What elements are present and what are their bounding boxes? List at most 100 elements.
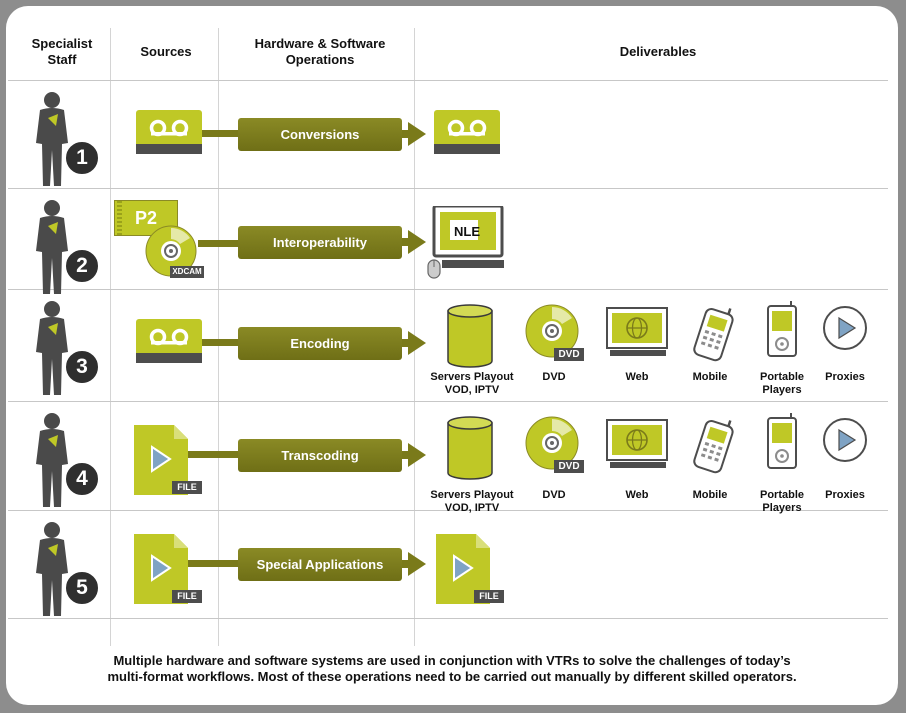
- proxies-play-icon: [823, 418, 867, 462]
- web-monitor-icon: [606, 307, 668, 356]
- deliverable-label-proxies: Proxies: [818, 489, 872, 502]
- file-tag: FILE: [172, 590, 202, 603]
- operation-special-applications: Special Applications: [238, 548, 402, 581]
- row-number: 3: [76, 355, 88, 378]
- deliverable-label-mobile: Mobile: [682, 489, 738, 502]
- web-label: Web: [625, 371, 649, 383]
- header-deliverables-text: Deliverables: [619, 44, 697, 59]
- row-number-badge: 4: [64, 461, 100, 497]
- xdcam-disc-icon: [145, 225, 197, 277]
- caption: Multiple hardware and software systems a…: [26, 653, 878, 685]
- source-connector: [198, 240, 242, 247]
- dvd-disc-icon: [525, 416, 579, 470]
- proxies-label: Proxies: [825, 371, 865, 383]
- mobile-label: Mobile: [692, 371, 728, 383]
- portable-line-2: Players: [762, 384, 802, 396]
- workflow-panel: Specialist Staff Sources Hardware & Soft…: [6, 6, 898, 705]
- file-tag: FILE: [172, 481, 202, 494]
- caption-line-2: multi-format workflows. Most of these op…: [107, 669, 797, 684]
- server-cylinder-icon: [447, 416, 493, 480]
- header-deliverables: Deliverables: [418, 44, 898, 60]
- header-staff-text: Specialist Staff: [31, 36, 93, 67]
- portable-line-2: Players: [762, 502, 802, 514]
- dvd-label: DVD: [542, 489, 566, 501]
- xdcam-label: XDCAM: [172, 267, 202, 276]
- row-number: 5: [76, 576, 88, 599]
- operation-label: Transcoding: [281, 448, 359, 463]
- web-label: Web: [625, 489, 649, 501]
- staff-person-icon: [36, 522, 68, 616]
- row-number: 2: [76, 254, 88, 277]
- source-tape-icon: [136, 319, 202, 363]
- deliverable-label-dvd: DVD: [530, 371, 578, 384]
- source-connector: [202, 130, 242, 137]
- row-number-badge: 3: [64, 349, 100, 385]
- staff-person-icon: [36, 413, 68, 507]
- arrow-stem: [402, 560, 410, 568]
- source-connector: [202, 339, 242, 346]
- row-divider: [8, 510, 888, 511]
- operation-conversions: Conversions: [238, 118, 402, 151]
- header-operations: Hardware & Software Operations: [222, 36, 418, 68]
- proxies-play-icon: [823, 306, 867, 350]
- nle-monitor-icon: [432, 206, 504, 268]
- arrow-right-icon: [408, 122, 426, 146]
- file-label: FILE: [479, 591, 499, 601]
- deliverable-file-icon: [436, 534, 490, 604]
- workflow-row-2: 2 P2 XDCAM Interoperability NLE: [6, 190, 898, 298]
- header-sources: Sources: [114, 44, 218, 60]
- file-label: FILE: [177, 591, 197, 601]
- nle-label: NLE: [454, 224, 480, 239]
- mouse-icon: [427, 259, 441, 279]
- portable-player-icon: [767, 413, 797, 469]
- column-divider: [218, 28, 219, 646]
- server-cylinder-icon: [447, 304, 493, 368]
- source-tape-icon: [136, 110, 202, 154]
- p2-label: P2: [135, 208, 158, 228]
- source-file-icon: [134, 534, 188, 604]
- deliverable-label-proxies: Proxies: [818, 371, 872, 384]
- operation-interoperability: Interoperability: [238, 226, 402, 259]
- row-divider: [8, 188, 888, 189]
- row-number: 4: [76, 467, 88, 490]
- arrow-right-icon: [408, 443, 426, 467]
- xdcam-tag: XDCAM: [170, 266, 204, 278]
- proxies-label: Proxies: [825, 489, 865, 501]
- dvd-disc-icon: [525, 304, 579, 358]
- arrow-right-icon: [408, 331, 426, 355]
- header-sources-text: Sources: [140, 44, 192, 59]
- operation-label: Conversions: [280, 127, 360, 142]
- workflow-row-5: 5 FILE Special Applications FILE: [6, 512, 898, 620]
- file-tag: FILE: [474, 590, 504, 603]
- mobile-phone-icon: [693, 420, 734, 474]
- dvd-label: DVD: [542, 371, 566, 383]
- caption-line-1: Multiple hardware and software systems a…: [113, 653, 791, 668]
- operation-label: Encoding: [290, 336, 350, 351]
- servers-line-1: Servers Playout: [430, 371, 514, 383]
- deliverable-label-dvd: DVD: [530, 489, 578, 502]
- deliverable-label-mobile: Mobile: [682, 371, 738, 384]
- deliverable-label-web: Web: [610, 489, 664, 502]
- source-connector: [188, 560, 242, 567]
- operation-label: Special Applications: [256, 557, 384, 572]
- portable-line-1: Portable: [759, 371, 804, 383]
- arrow-stem: [402, 451, 410, 459]
- staff-person-icon: [36, 92, 68, 186]
- servers-line-1: Servers Playout: [430, 489, 514, 501]
- arrow-stem: [402, 130, 410, 138]
- portable-player-icon: [767, 301, 797, 357]
- row-divider: [8, 289, 888, 290]
- dvd-tag: DVD: [554, 348, 584, 361]
- operation-label: Interoperability: [273, 235, 367, 250]
- header-operations-text: Hardware & Software Operations: [254, 36, 386, 67]
- source-connector: [188, 451, 242, 458]
- arrow-stem: [402, 339, 410, 347]
- dvd-tag: DVD: [554, 460, 584, 473]
- web-monitor-icon: [606, 419, 668, 468]
- source-file-icon: [134, 425, 188, 495]
- staff-person-icon: [36, 200, 68, 294]
